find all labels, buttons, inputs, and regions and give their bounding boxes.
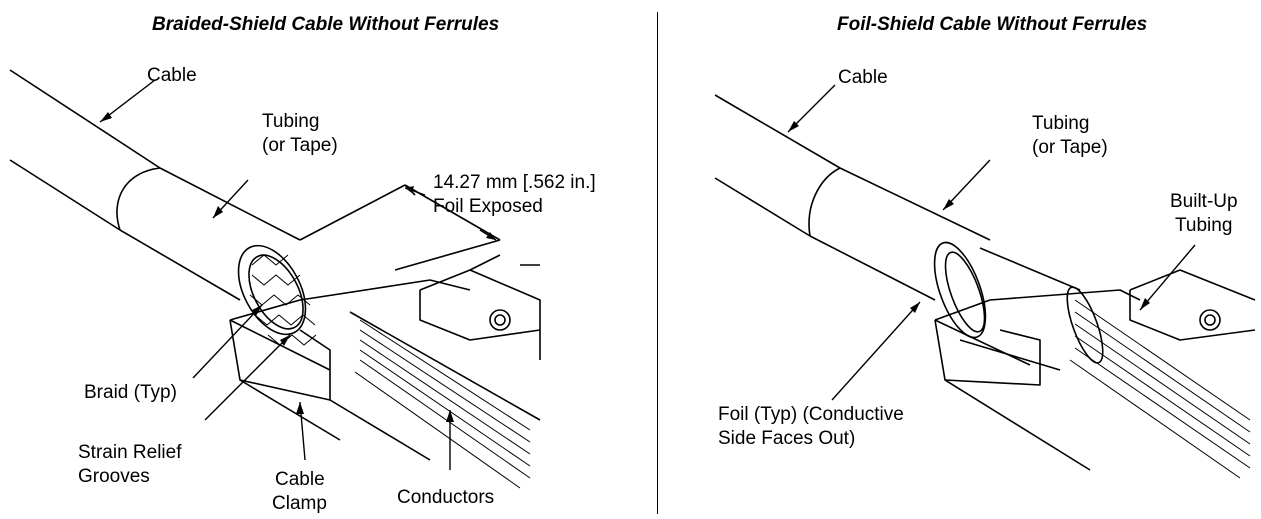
foil-shield-panel: Foil-Shield Cable Without Ferrules Cable… xyxy=(660,0,1261,519)
strain-relief-grooves-label: Grooves xyxy=(78,466,150,487)
panel-title: Braided-Shield Cable Without Ferrules xyxy=(152,14,500,35)
cable-clamp-label: Cable xyxy=(275,469,325,490)
built-up-tubing-label-2: Tubing xyxy=(1175,215,1233,236)
braided-shield-cable-drawing xyxy=(9,69,541,489)
tubing-label-note: (or Tape) xyxy=(262,135,338,156)
foil-exposed-label: Foil Exposed xyxy=(433,196,543,217)
cable-label: Cable xyxy=(147,65,197,86)
built-up-tubing-label: Built-Up xyxy=(1170,191,1238,212)
cable-clamp-label-2: Clamp xyxy=(272,493,327,514)
panel-title: Foil-Shield Cable Without Ferrules xyxy=(837,14,1148,35)
panel-divider xyxy=(657,12,658,514)
foil-conductive-side-label: Side Faces Out) xyxy=(718,428,856,449)
strain-relief-label: Strain Relief xyxy=(78,442,182,463)
conductors-label: Conductors xyxy=(397,487,495,508)
tubing-label: Tubing xyxy=(262,111,320,132)
cable-label: Cable xyxy=(838,67,888,88)
foil-label: Foil (Typ) (Conductive xyxy=(718,404,904,425)
braided-shield-panel: Braided-Shield Cable Without Ferrules Ca… xyxy=(9,14,596,514)
dimension-label: 14.27 mm [.562 in.] xyxy=(433,172,596,193)
foil-shield-cable-drawing xyxy=(714,84,1256,479)
tubing-label-note: (or Tape) xyxy=(1032,137,1108,158)
tubing-label: Tubing xyxy=(1032,113,1090,134)
braid-label: Braid (Typ) xyxy=(84,382,177,403)
